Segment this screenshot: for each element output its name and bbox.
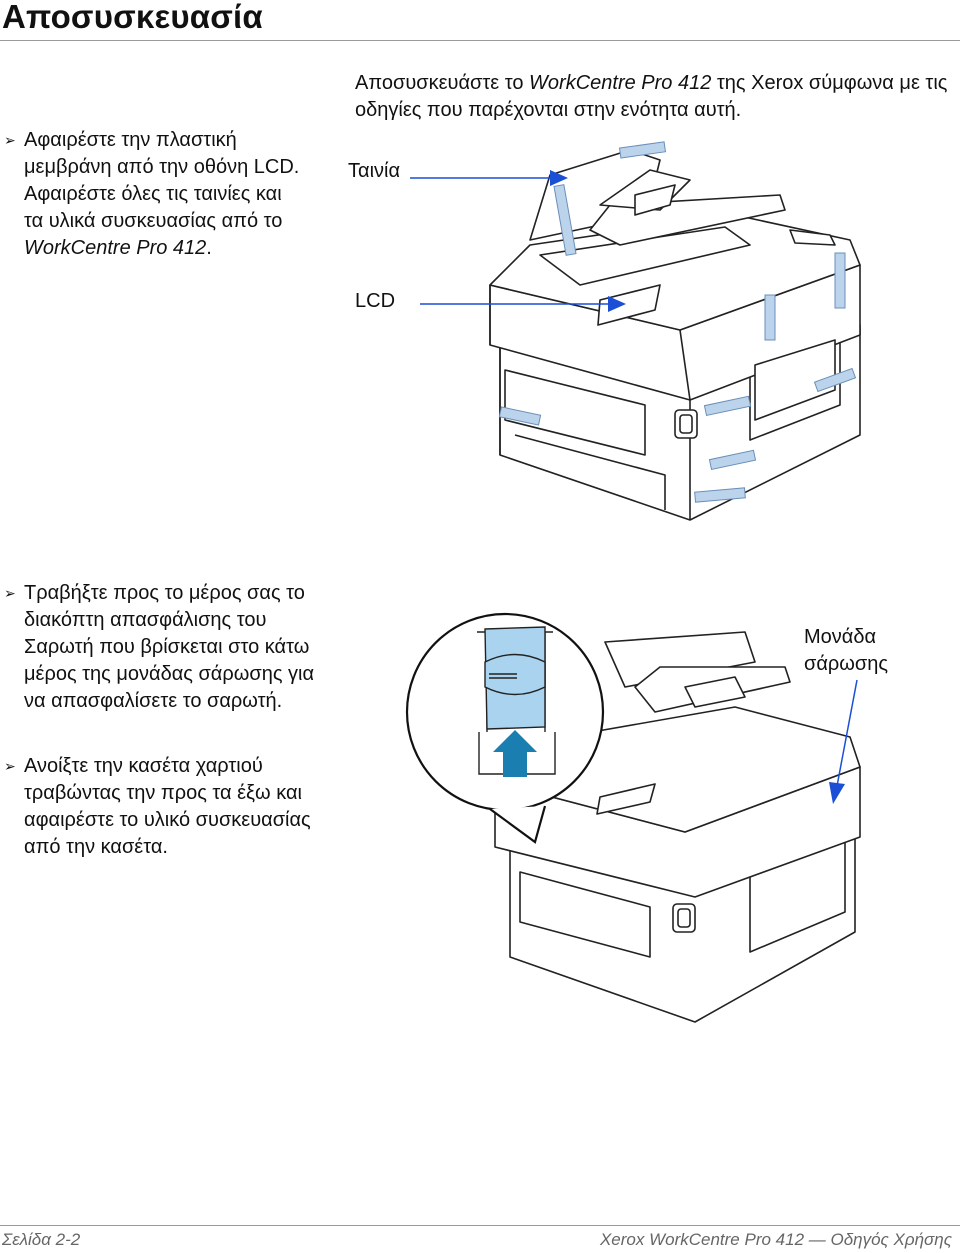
intro-text: Αποσυσκευάστε το WorkCentre Pro 412 της …: [355, 72, 948, 121]
arrowhead-bullet-icon: ➢: [4, 758, 16, 774]
callout-scan-unit: Μονάδα σάρωσης: [804, 626, 889, 675]
step-remove-tape: ➢ Αφαιρέστε την πλαστική μεμβράνη από τη…: [4, 129, 300, 259]
callout-tape: Ταινία: [348, 160, 401, 182]
step-open-tray: ➢ Ανοίξτε την κασέτα χαρτιού τραβώντας τ…: [4, 755, 311, 858]
callout-arrow-scan-unit: [829, 679, 858, 804]
step-list-1: ➢ Αφαιρέστε την πλαστική μεμβράνη από τη…: [4, 127, 304, 262]
callout-lcd: LCD: [355, 290, 396, 312]
footer-doc-title: Xerox WorkCentre Pro 412 — Οδηγός Χρήσης: [599, 1230, 952, 1249]
printer-illustration-tape: [489, 141, 861, 521]
arrow-up-icon: [493, 730, 537, 777]
footer-page-number: Σελίδα 2-2: [2, 1230, 81, 1249]
page-title: Αποσυσκευασία: [2, 0, 263, 35]
step-list-2: ➢ Τραβήξτε προς το μέρος σας το διακόπτη…: [4, 580, 334, 715]
step-unlock-scanner: ➢ Τραβήξτε προς το μέρος σας το διακόπτη…: [4, 582, 315, 712]
header-rule: [0, 40, 960, 41]
step-list-3: ➢ Ανοίξτε την κασέτα χαρτιού τραβώντας τ…: [4, 753, 334, 861]
arrowhead-bullet-icon: ➢: [4, 585, 16, 601]
arrowhead-bullet-icon: ➢: [4, 132, 16, 148]
callout-arrow-tape: [410, 170, 568, 186]
intro-product: WorkCentre Pro 412: [529, 72, 712, 94]
footer-rule: [0, 1225, 960, 1226]
printer-illustration-scanner: [405, 612, 861, 1023]
callout-arrow-lcd: [420, 296, 626, 312]
